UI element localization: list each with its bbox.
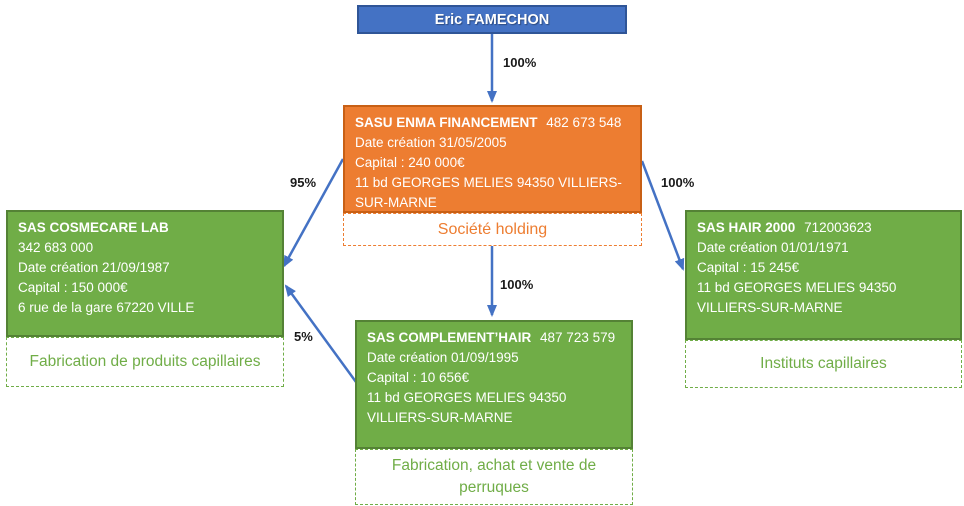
company-address: 6 rue de la gare 67220 VILLE	[18, 300, 195, 315]
company-activity-text: Fabrication de produits capillaires	[29, 353, 261, 370]
edge-label-holding-to-complementhair: 100%	[500, 277, 534, 292]
company-capital: Capital : 15 245€	[697, 260, 800, 275]
company-address: 11 bd GEORGES MELIES 94350 VILLIERS-SUR-…	[697, 280, 897, 315]
company-activity-label: Fabrication, achat et vente de perruques	[355, 449, 633, 505]
company-activity-text: Société holding	[437, 220, 548, 238]
company-activity-text: Fabrication, achat et vente de perruques	[391, 457, 597, 496]
company-title: SAS COSMECARE LAB 342 683 000	[18, 218, 272, 258]
company-registration: 712003623	[804, 220, 872, 235]
company-card: SAS COSMECARE LAB 342 683 000 Date créat…	[6, 210, 284, 337]
edge-label-person-to-holding: 100%	[503, 55, 537, 70]
company-activity-label: Instituts capillaires	[685, 340, 962, 388]
company-address: 11 bd GEORGES MELIES 94350 VILLIERS-SUR-…	[355, 175, 622, 210]
node-sas-cosmecare-lab: SAS COSMECARE LAB 342 683 000 Date créat…	[6, 210, 284, 387]
node-sasu-enma-financement: SASU ENMA FINANCEMENT 482 673 548 Date c…	[343, 105, 642, 246]
edge-label-complementhair-to-cosmecare: 5%	[294, 329, 313, 344]
company-registration: 487 723 579	[540, 330, 616, 345]
company-capital: Capital : 150 000€	[18, 280, 128, 295]
company-creation-date: Date création 01/09/1995	[367, 350, 519, 365]
company-title: SASU ENMA FINANCEMENT 482 673 548	[355, 113, 630, 133]
company-address: 11 bd GEORGES MELIES 94350 VILLIERS-SUR-…	[367, 390, 567, 425]
company-creation-date: Date création 01/01/1971	[697, 240, 849, 255]
company-card: SAS COMPLEMENT’HAIR 487 723 579 Date cré…	[355, 320, 633, 449]
company-name: SAS COMPLEMENT’HAIR	[367, 330, 532, 345]
company-title: SAS COMPLEMENT’HAIR 487 723 579	[367, 328, 621, 348]
company-capital: Capital : 10 656€	[367, 370, 470, 385]
company-registration: 342 683 000	[18, 240, 94, 255]
node-eric-famechon: Eric FAMECHON	[357, 5, 627, 34]
company-registration: 482 673 548	[546, 115, 622, 130]
node-sas-complementhair: SAS COMPLEMENT’HAIR 487 723 579 Date cré…	[355, 320, 633, 505]
company-capital: Capital : 240 000€	[355, 155, 465, 170]
company-creation-date: Date création 21/09/1987	[18, 260, 170, 275]
company-activity-label: Société holding	[343, 213, 642, 246]
node-sas-hair-2000: SAS HAIR 2000 712003623 Date création 01…	[685, 210, 962, 388]
company-creation-date: Date création 31/05/2005	[355, 135, 507, 150]
company-name: SAS HAIR 2000	[697, 220, 796, 235]
company-activity-text: Instituts capillaires	[760, 355, 887, 372]
person-name: Eric FAMECHON	[434, 11, 550, 28]
company-title: SAS HAIR 2000 712003623	[697, 218, 950, 238]
company-activity-label: Fabrication de produits capillaires	[6, 337, 284, 387]
edge-label-holding-to-hair2000: 100%	[661, 175, 695, 190]
company-card: SASU ENMA FINANCEMENT 482 673 548 Date c…	[343, 105, 642, 213]
company-name: SASU ENMA FINANCEMENT	[355, 115, 538, 130]
edge-label-holding-to-cosmecare: 95%	[290, 175, 317, 190]
company-card: SAS HAIR 2000 712003623 Date création 01…	[685, 210, 962, 340]
company-name: SAS COSMECARE LAB	[18, 220, 169, 235]
